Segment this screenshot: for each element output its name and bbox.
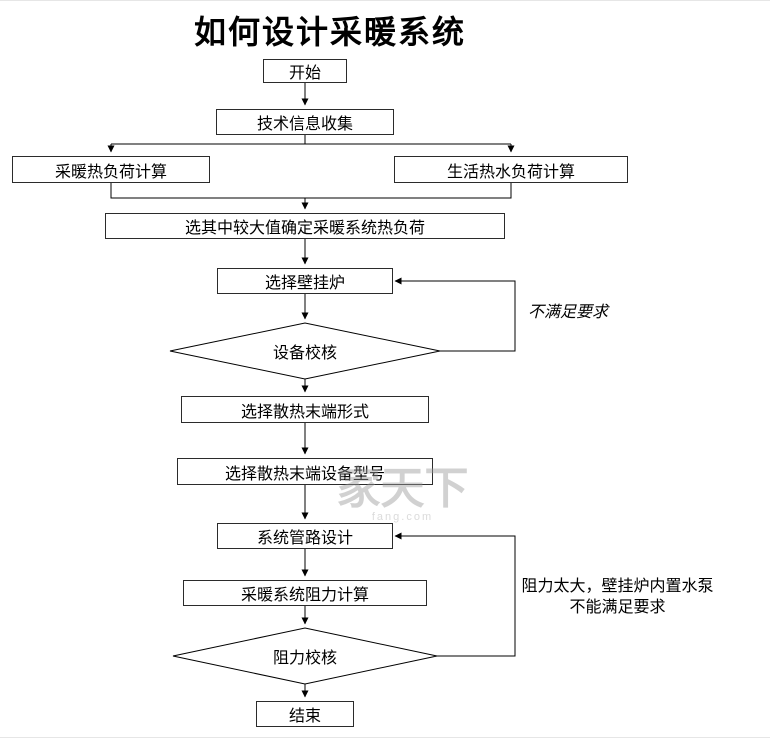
- node-hot-water-load: 生活热水负荷计算: [394, 156, 628, 183]
- node-select-boiler: 选择壁挂炉: [217, 268, 393, 294]
- edge-merge-horizontal: [110, 183, 512, 199]
- page-title: 如何设计采暖系统: [193, 14, 466, 50]
- node-terminal-model: 选择散热末端设备型号: [177, 458, 433, 485]
- edge-label-resistance-line1: 阻力太大，壁挂炉内置水泵: [521, 578, 714, 595]
- node-choose-larger: 选其中较大值确定采暖系统热负荷: [105, 213, 505, 239]
- edge-loop-equipment-fail: [394, 277, 516, 352]
- node-terminal-form: 选择散热末端形式: [181, 396, 429, 423]
- node-piping-design: 系统管路设计: [217, 523, 393, 549]
- node-resistance-calc: 采暖系统阻力计算: [183, 580, 427, 606]
- edge-label-resistance-too-large: 阻力太大，壁挂炉内置水泵 不能满足要求: [515, 576, 720, 618]
- node-equipment-check: 设备校核: [272, 345, 337, 362]
- edge-label-resistance-line2: 不能满足要求: [569, 599, 666, 616]
- edge-label-not-satisfied: 不满足要求: [528, 304, 609, 321]
- node-start: 开始: [263, 59, 347, 83]
- node-collect-info: 技术信息收集: [216, 109, 394, 135]
- node-heating-load: 采暖热负荷计算: [12, 156, 210, 183]
- node-resistance-check: 阻力校核: [272, 650, 337, 667]
- node-end: 结束: [256, 701, 354, 727]
- edge-loop-resistance-fail: [394, 532, 516, 657]
